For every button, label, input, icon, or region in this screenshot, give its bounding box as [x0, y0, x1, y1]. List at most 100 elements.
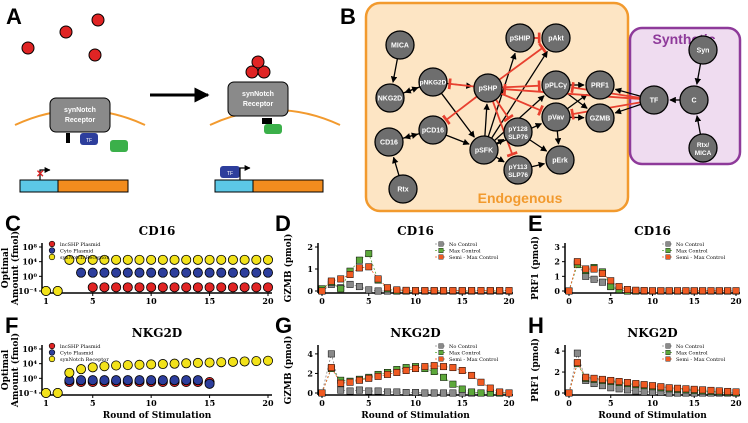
data-point — [699, 287, 707, 295]
synnotch-receptor — [49, 97, 111, 133]
data-point — [204, 378, 215, 389]
data-point — [632, 286, 640, 294]
inhibition-edge — [447, 78, 475, 90]
promoter-arrow — [239, 165, 251, 180]
chart-title: NKG2D — [627, 326, 677, 340]
data-point — [665, 287, 673, 295]
inhibition-edge — [498, 42, 547, 81]
data-point — [41, 285, 52, 296]
legend-label: Max Control — [449, 350, 481, 356]
y-tick-label: 10⁴ — [22, 359, 37, 369]
data-point — [374, 387, 382, 395]
data-point — [76, 267, 87, 278]
legend-marker — [48, 247, 56, 254]
ligand-dot — [91, 13, 105, 27]
legend-label: lncSHP Plasmid — [60, 242, 101, 248]
legend-label: No Control — [676, 242, 704, 248]
data-point — [239, 267, 250, 278]
legend-label: No Control — [676, 344, 704, 350]
data-point — [192, 375, 203, 386]
data-point — [412, 287, 419, 295]
data-point — [122, 267, 133, 278]
x-tick-label: 10 — [410, 398, 422, 408]
data-point — [346, 387, 354, 395]
data-point — [122, 254, 133, 265]
data-point — [468, 371, 476, 379]
data-point — [458, 367, 466, 374]
data-point — [582, 265, 590, 273]
node-label: pSFK — [475, 148, 493, 155]
data-point — [355, 283, 363, 291]
data-point — [122, 282, 133, 293]
data-point — [384, 370, 391, 378]
y-axis-label: PRF1 (pmol) — [530, 236, 541, 300]
node-label: NKG2D — [378, 96, 403, 103]
x-tick-label: 0 — [566, 398, 572, 408]
data-point — [204, 282, 215, 293]
legend-marker — [48, 253, 56, 261]
inhibition-edge — [495, 99, 514, 123]
data-point — [458, 287, 466, 295]
data-point — [477, 389, 485, 397]
promoter-arrow — [39, 167, 51, 180]
data-point — [449, 364, 457, 372]
data-point — [134, 282, 145, 293]
network-node — [541, 70, 571, 100]
data-point — [430, 362, 438, 370]
x-tick-label: 5 — [366, 398, 372, 408]
node-label: Rtx — [397, 187, 408, 194]
data-point — [682, 385, 690, 393]
network-node — [385, 30, 415, 60]
legend-label: lncSHP Plasmid — [60, 344, 101, 350]
data-point — [111, 375, 122, 386]
panel-b: B Endogenous Synthetic MICANKG2DpNKG2DCD… — [340, 1, 742, 213]
x-tick-label: 20 — [730, 296, 742, 306]
dna-promoter — [214, 179, 254, 193]
x-axis-label: Round of Stimulation — [103, 411, 212, 421]
legend-label: No Control — [449, 242, 477, 248]
legend-marker — [665, 254, 671, 260]
data-point — [402, 367, 410, 374]
data-point — [262, 254, 273, 265]
data-point — [262, 355, 273, 366]
receptor-stem — [66, 133, 70, 143]
tf-label: TF — [227, 171, 233, 177]
x-tick-label: 0 — [319, 398, 325, 408]
data-point — [111, 282, 122, 293]
x-tick-label: 20 — [730, 398, 742, 408]
data-point — [715, 387, 723, 395]
x-tick-label: 20 — [503, 398, 515, 408]
data-point — [355, 386, 363, 394]
activation-edge — [404, 86, 421, 94]
data-point — [355, 376, 363, 384]
data-point — [724, 387, 732, 395]
data-point — [52, 387, 63, 398]
data-point — [87, 282, 98, 293]
node-label: MICA — [695, 150, 712, 157]
data-point — [181, 282, 192, 293]
data-point — [216, 267, 227, 278]
y-tick-label: 0 — [554, 388, 560, 398]
data-point — [573, 258, 581, 266]
data-point — [582, 272, 590, 280]
node-label: MICA — [391, 43, 409, 50]
panel-label-f: F — [5, 313, 18, 338]
network-node — [541, 102, 571, 132]
data-point — [607, 376, 615, 384]
data-point — [337, 285, 345, 293]
y-tick-label: 10⁸ — [22, 344, 37, 354]
x-tick-label: 0 — [319, 296, 325, 306]
data-point — [393, 388, 401, 396]
data-point — [157, 267, 168, 278]
x-tick-label: 15 — [204, 296, 215, 306]
ligand-dot — [257, 65, 271, 79]
data-point — [682, 287, 690, 295]
data-point — [262, 267, 273, 278]
data-point — [458, 385, 466, 393]
data-point — [573, 359, 581, 367]
x-tick-label: 10 — [647, 398, 659, 408]
data-point — [169, 375, 180, 386]
data-point — [99, 254, 110, 265]
